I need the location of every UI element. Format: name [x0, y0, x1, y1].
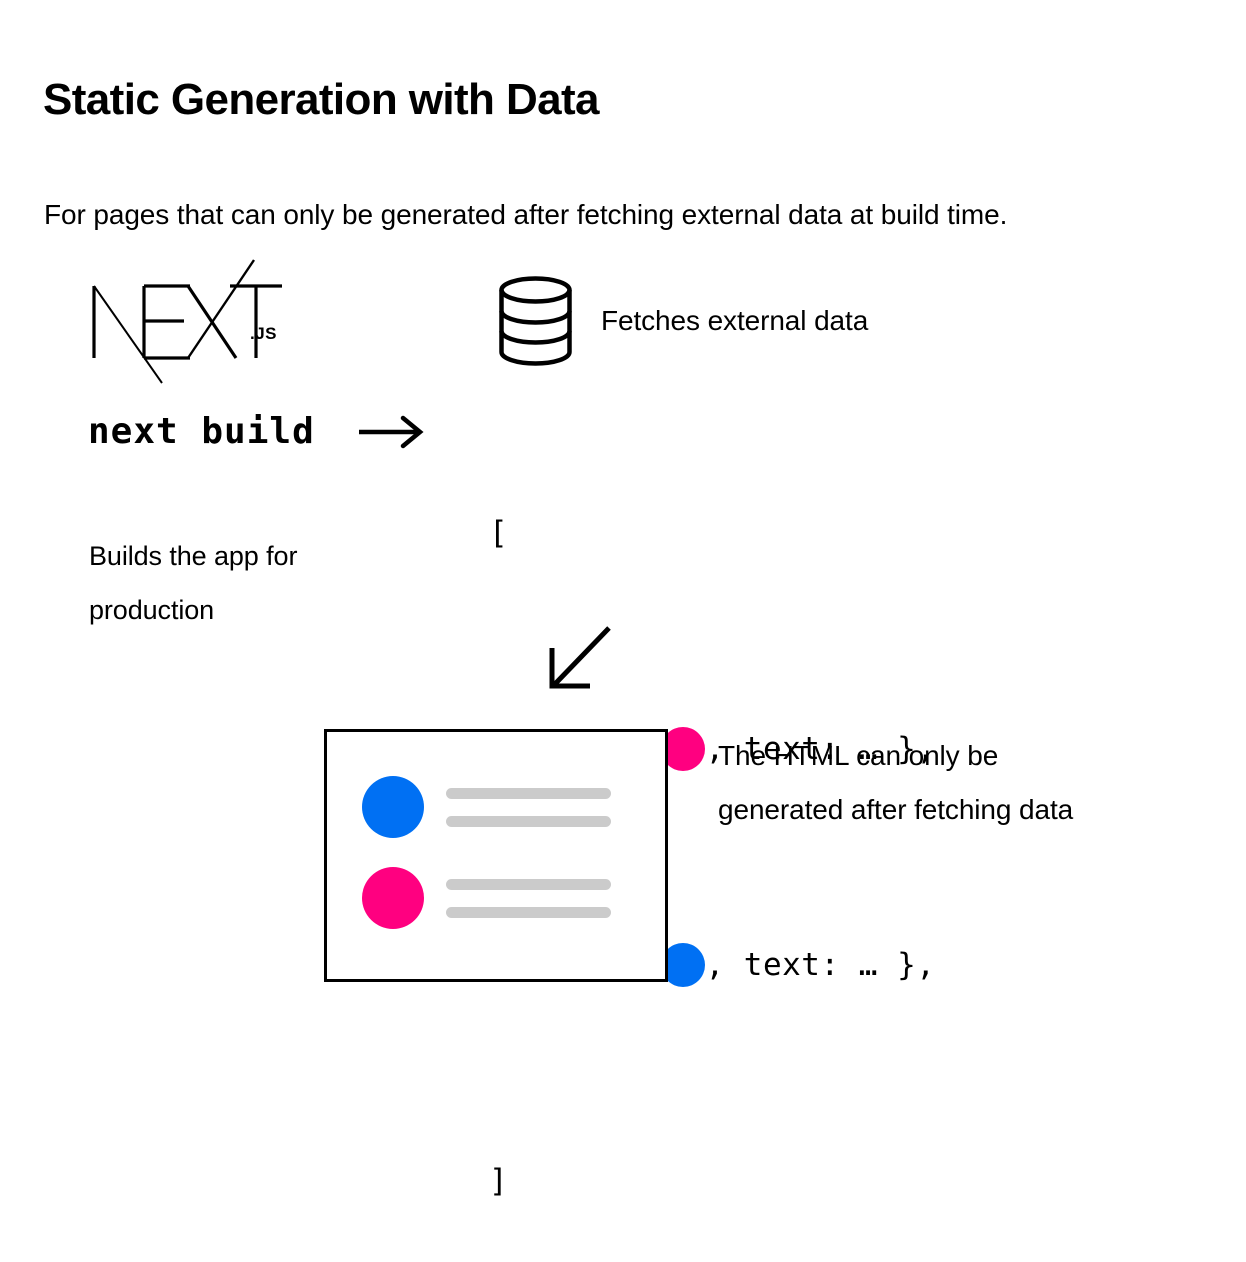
rendered-html-page-mock	[324, 729, 668, 982]
html-generation-caption: The HTML can only be generated after fet…	[718, 729, 1188, 837]
page-subtitle: For pages that can only be generated aft…	[44, 199, 1008, 230]
build-command-text: next build	[88, 411, 315, 452]
blue-avatar	[362, 776, 424, 838]
code-open-bracket: [	[489, 515, 509, 551]
html-caption-line-1: The HTML can only be	[718, 740, 999, 771]
blue-image-dot	[661, 943, 706, 987]
pink-avatar	[362, 867, 424, 929]
pink-image-dot	[661, 727, 706, 771]
mock-list-item	[362, 867, 611, 929]
nextjs-logo: .JS	[84, 258, 299, 388]
code-close-bracket: ]	[489, 1163, 509, 1199]
data-source-row: Fetches external data	[497, 275, 868, 367]
right-arrow-icon	[357, 415, 425, 449]
mock-list-item	[362, 776, 611, 838]
html-caption-line-2: generated after fetching data	[718, 794, 1074, 825]
skeleton-line	[446, 815, 611, 827]
skeleton-line	[446, 787, 611, 799]
nextjs-logo-mark	[92, 259, 282, 384]
fetches-external-data-label: Fetches external data	[601, 305, 869, 336]
mock-text-lines	[446, 878, 611, 918]
code-line-open-bracket: [	[489, 506, 935, 560]
database-icon	[497, 275, 574, 367]
skeleton-line	[446, 906, 611, 918]
build-description-text: Builds the app for production	[89, 541, 298, 625]
code-entry-suffix: , text: … },	[705, 947, 936, 983]
nextjs-logo-suffix: .JS	[250, 324, 278, 343]
build-command-row: next build	[88, 402, 425, 462]
down-left-arrow-icon	[534, 622, 634, 702]
code-entry-suffix: , text: … },	[705, 731, 936, 767]
code-line-close-bracket: ]	[489, 1154, 935, 1208]
skeleton-line	[446, 878, 611, 890]
page-title: Static Generation with Data	[43, 75, 600, 125]
mock-text-lines	[446, 787, 611, 827]
